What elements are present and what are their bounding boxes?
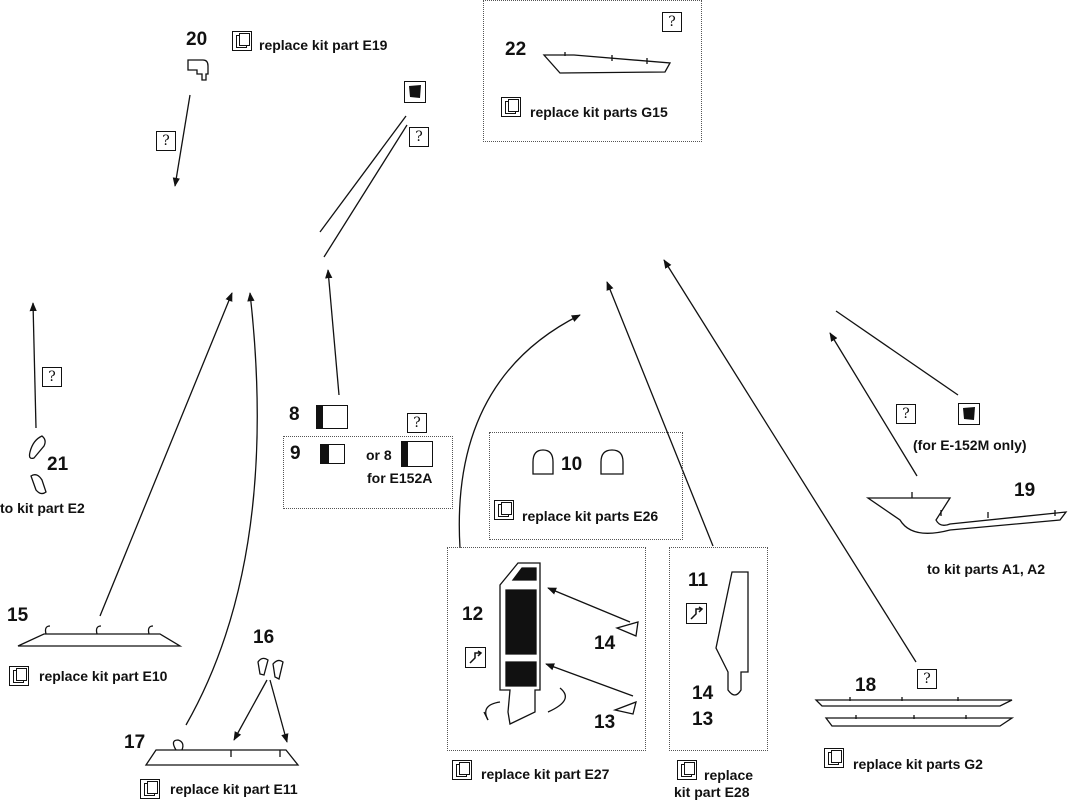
half-fill-icon bbox=[316, 405, 348, 429]
part-20-number: 20 bbox=[186, 29, 208, 50]
part-8-number: 8 bbox=[289, 404, 300, 425]
part-17-shape bbox=[144, 749, 300, 766]
arrow-part-21 bbox=[29, 302, 37, 429]
part-18-caption: replace kit parts G2 bbox=[853, 756, 983, 772]
arrow-part-14a bbox=[547, 587, 631, 623]
part-11-shape bbox=[715, 571, 749, 696]
copy-icon bbox=[9, 666, 29, 686]
arrow-part-11 bbox=[606, 281, 714, 547]
part-22-caption: replace kit parts G15 bbox=[530, 104, 668, 120]
part-22-shape bbox=[542, 54, 672, 74]
bend-icon bbox=[686, 603, 707, 624]
half-fill-icon bbox=[401, 441, 433, 467]
part-17-number: 17 bbox=[124, 732, 146, 753]
question-icon: ? bbox=[156, 131, 176, 151]
part-18-top-shape bbox=[814, 699, 1013, 707]
copy-icon bbox=[232, 31, 252, 51]
arrow-part-13a bbox=[545, 663, 634, 697]
arrow-part-16-b bbox=[269, 679, 289, 743]
part-20-shape bbox=[187, 59, 209, 81]
copy-icon bbox=[140, 779, 160, 799]
arrow-part-12 bbox=[458, 314, 581, 549]
part-11-caption-line1: replace bbox=[704, 767, 754, 783]
copy-icon bbox=[501, 97, 521, 117]
part-18-bottom-shape bbox=[824, 717, 1015, 727]
part-12-number: 12 bbox=[462, 604, 484, 625]
part-10-right-shape bbox=[600, 449, 624, 475]
part-10-caption: replace kit parts E26 bbox=[522, 508, 659, 524]
film-icon bbox=[958, 403, 980, 425]
part-15-number: 15 bbox=[7, 605, 29, 626]
part-9-box bbox=[283, 436, 453, 509]
arrow-part-18 bbox=[663, 259, 917, 663]
part-9-note: for E152A bbox=[367, 470, 433, 486]
question-icon: ? bbox=[407, 413, 427, 433]
part-16-shape bbox=[257, 657, 269, 676]
part-11-box bbox=[669, 547, 768, 751]
part-15-caption: replace kit part E10 bbox=[39, 668, 168, 684]
part-19-note: (for E-152M only) bbox=[913, 437, 1027, 453]
part-15-shape bbox=[17, 633, 183, 647]
arrow-part-17 bbox=[185, 292, 258, 726]
question-icon: ? bbox=[42, 367, 62, 387]
part-18-number: 18 bbox=[855, 675, 877, 696]
arrow-part-15 bbox=[99, 292, 233, 617]
line-film-a bbox=[319, 115, 407, 233]
part-14a-shape bbox=[615, 621, 639, 637]
line-film-e152m bbox=[835, 310, 959, 396]
half-fill-icon bbox=[320, 444, 345, 464]
arrow-part-20 bbox=[172, 94, 191, 187]
part-20-caption: replace kit part E19 bbox=[259, 37, 388, 53]
part-21-upper-shape bbox=[28, 435, 46, 460]
part-21-caption: to kit part E2 bbox=[0, 500, 85, 516]
part-13a-shape bbox=[612, 700, 637, 715]
arrow-part-16-a bbox=[233, 679, 268, 741]
question-icon: ? bbox=[917, 669, 937, 689]
copy-icon bbox=[452, 760, 472, 780]
part-16-number: 16 bbox=[253, 627, 275, 648]
copy-icon bbox=[824, 748, 844, 768]
part-13a-number: 13 bbox=[594, 712, 616, 733]
arrow-part-19 bbox=[829, 332, 918, 477]
part-9-number: 9 bbox=[290, 443, 301, 464]
part-10-number: 10 bbox=[561, 454, 583, 475]
part-10-box bbox=[489, 432, 683, 540]
part-17-caption: replace kit part E11 bbox=[170, 781, 298, 797]
part-13b-number: 13 bbox=[692, 709, 714, 730]
part-22-number: 22 bbox=[505, 39, 527, 60]
part-14b-number: 14 bbox=[692, 683, 714, 704]
part-19-caption: to kit parts A1, A2 bbox=[927, 561, 1045, 577]
part-19-number: 19 bbox=[1014, 480, 1036, 501]
bend-icon bbox=[465, 647, 486, 668]
copy-icon bbox=[494, 500, 514, 520]
part-10-left-shape bbox=[532, 449, 554, 475]
part-11-caption-line2: kit part E28 bbox=[674, 784, 750, 800]
part-22-box bbox=[483, 0, 702, 142]
line-film-b bbox=[323, 124, 408, 258]
part-12-caption: replace kit part E27 bbox=[481, 766, 610, 782]
question-icon: ? bbox=[409, 127, 429, 147]
part-9-alternative: or 8 bbox=[366, 447, 392, 463]
part-14a-number: 14 bbox=[594, 633, 616, 654]
arrow-part-8 bbox=[325, 269, 340, 396]
copy-icon bbox=[677, 760, 697, 780]
part-12-box bbox=[447, 547, 646, 751]
part-21-lower-shape bbox=[30, 474, 47, 495]
question-icon: ? bbox=[896, 404, 916, 424]
part-11-number: 11 bbox=[688, 570, 709, 591]
question-icon: ? bbox=[662, 12, 682, 32]
part-21-number: 21 bbox=[47, 454, 69, 475]
part-12-shape bbox=[499, 562, 541, 725]
part-19-shape bbox=[865, 497, 1068, 534]
film-icon bbox=[404, 81, 426, 103]
